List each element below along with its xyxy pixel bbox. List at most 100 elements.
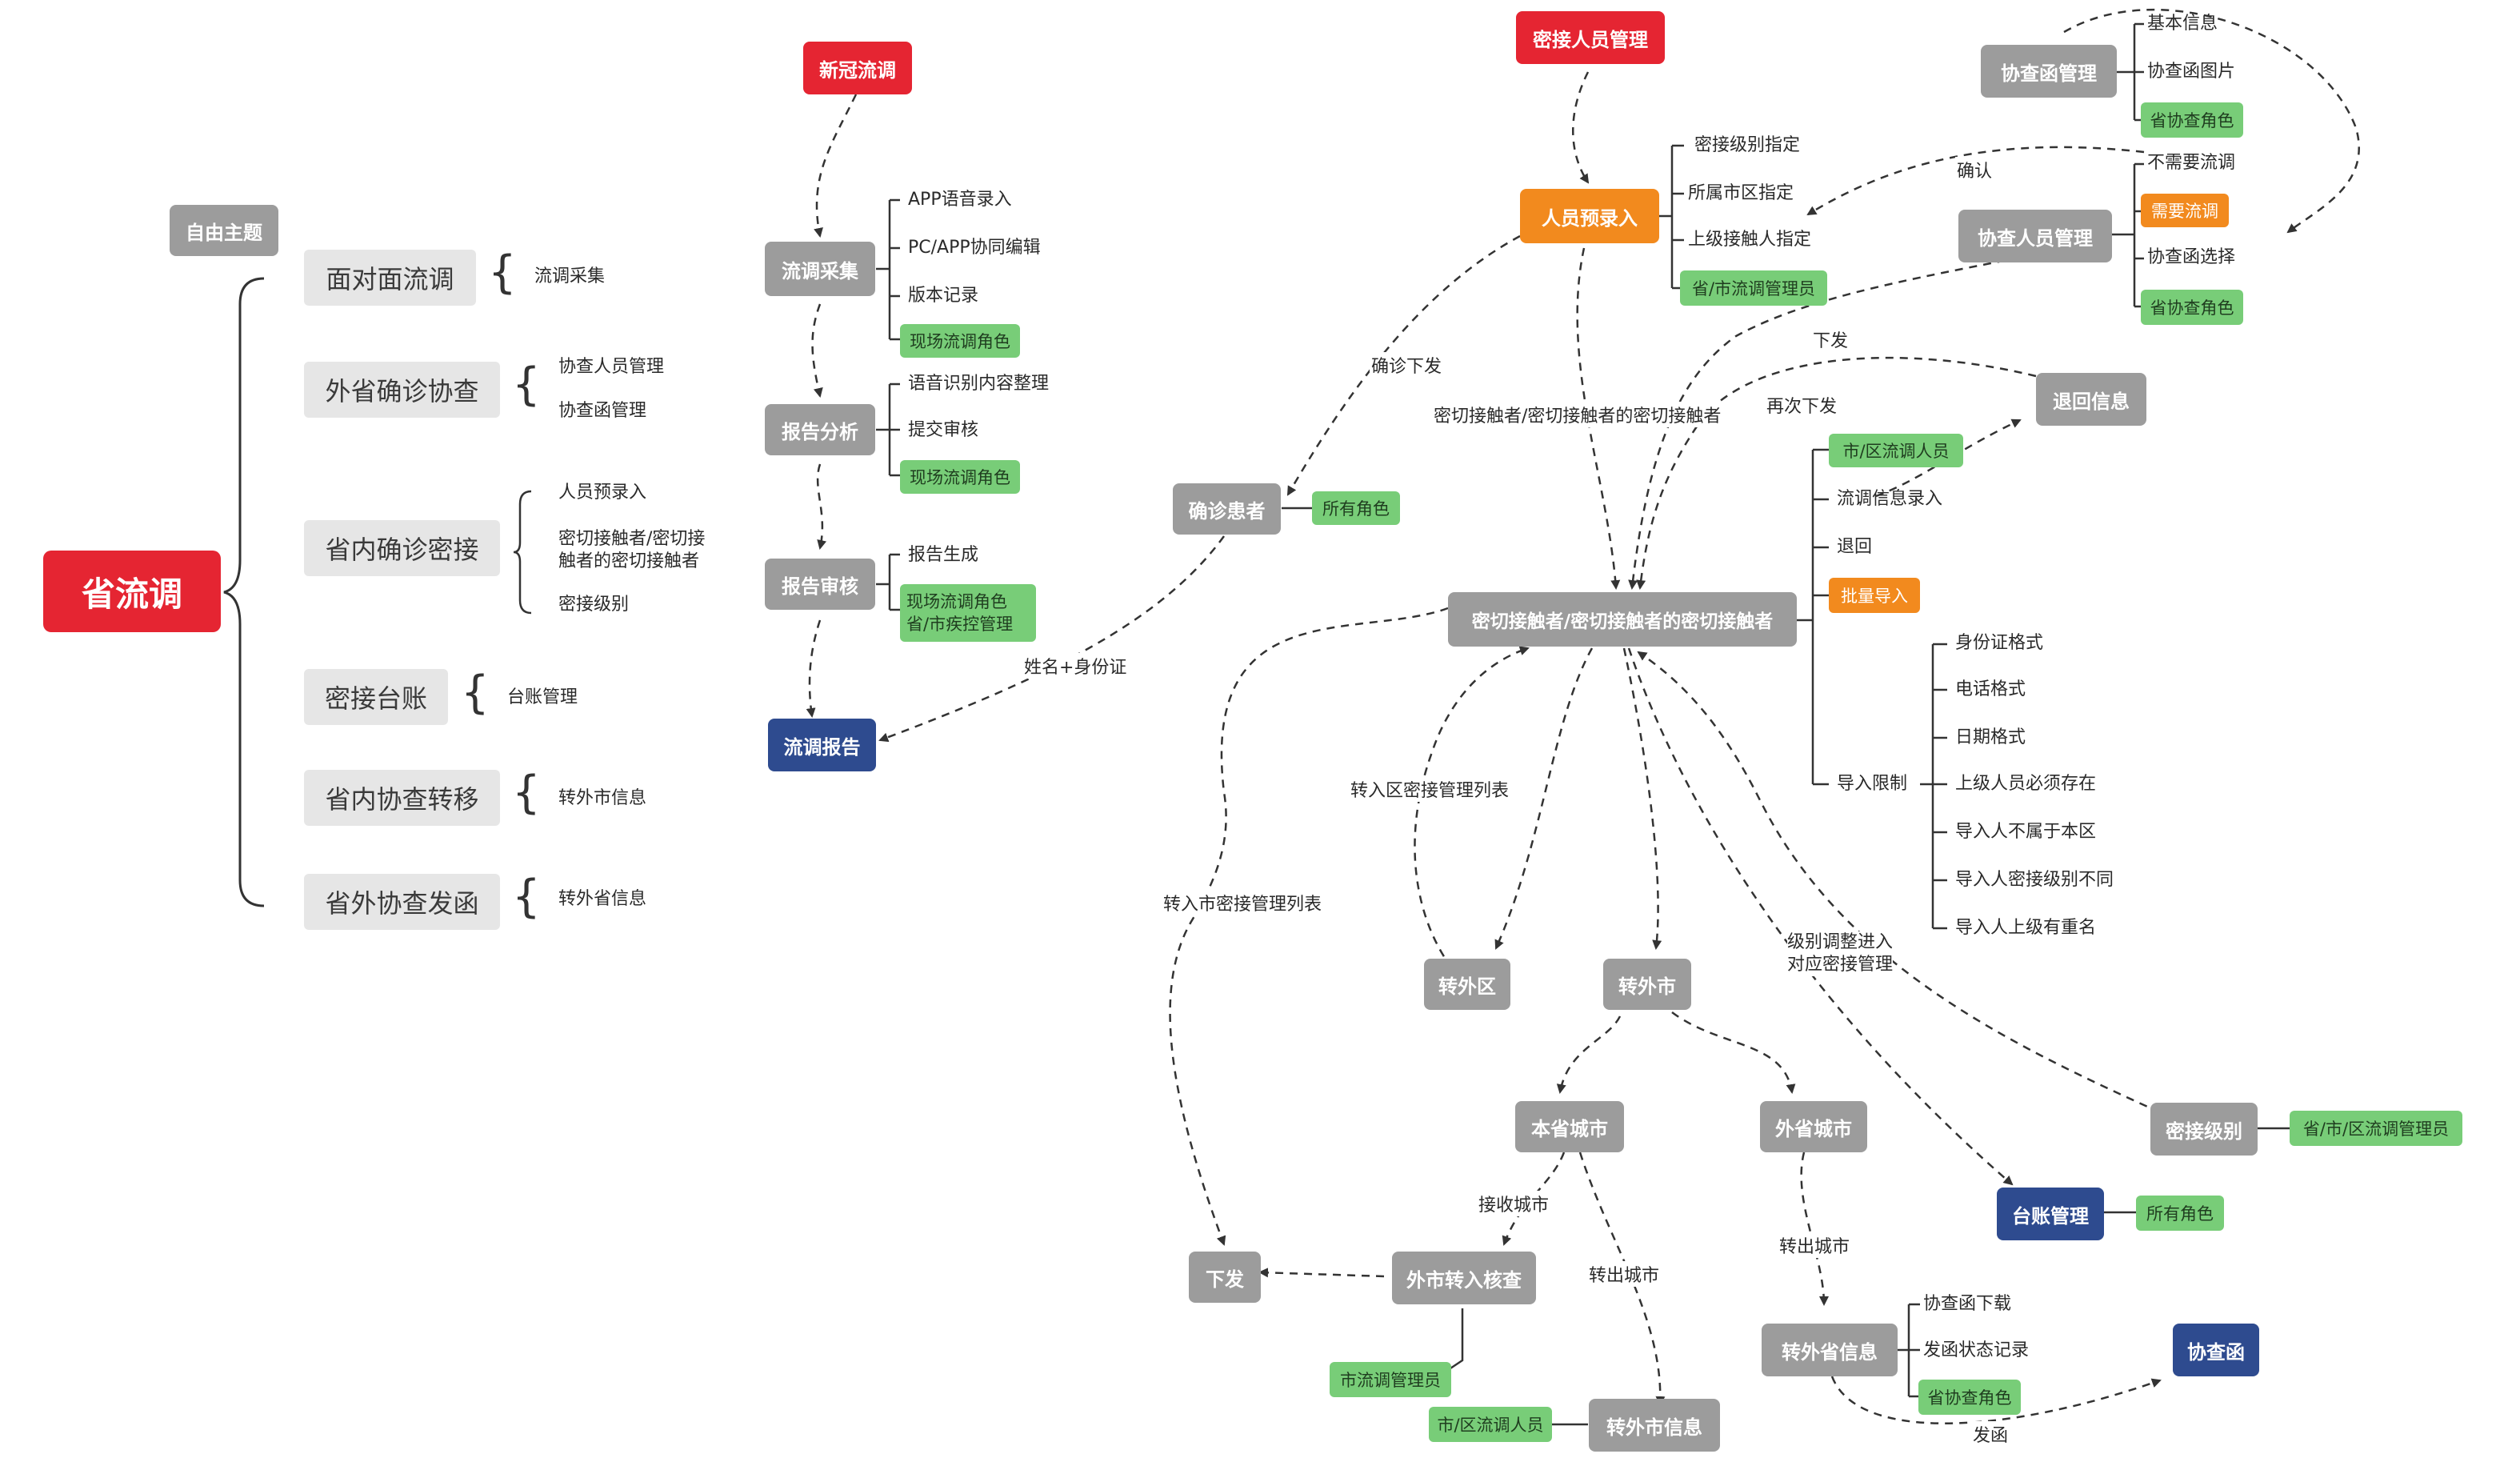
transfer-city-node[interactable]: 转外市 <box>1603 959 1691 1010</box>
edge-label-issue: 下发 <box>1811 326 1850 352</box>
edge-label-level: 级别调整进入 对应密接管理 <box>1787 931 1894 976</box>
review-node[interactable]: 报告审核 <box>765 559 875 610</box>
out-city-role-tag: 市/区流调人员 <box>1429 1407 1552 1442</box>
people-mgmt-node[interactable]: 协查人员管理 <box>1958 210 2112 262</box>
return-info-node[interactable]: 退回信息 <box>2036 373 2146 426</box>
branch-item: 台账管理 <box>507 687 578 707</box>
batch-import-button[interactable]: 批量导入 <box>1829 578 1920 613</box>
import-limit-item: 导入人密接级别不同 <box>1955 870 2114 890</box>
review-item: 报告生成 <box>908 545 979 565</box>
branch-outside-province[interactable]: 外省确诊协查 <box>304 362 500 418</box>
analysis-item: 语音识别内容整理 <box>908 374 1050 394</box>
collect-role-tag: 现场流调角色 <box>900 324 1020 358</box>
report-node[interactable]: 流调报告 <box>768 719 876 771</box>
edge-label-district-list: 转入区密接管理列表 <box>1349 776 1511 802</box>
out-province-item: 发函状态记录 <box>1923 1340 2030 1360</box>
transfer-district-node[interactable]: 转外区 <box>1424 959 1510 1010</box>
contact-level-role-tag: 省/市/区流调管理员 <box>2290 1111 2462 1146</box>
other-city-node[interactable]: 外省城市 <box>1760 1101 1867 1152</box>
check-node[interactable]: 外市转入核查 <box>1392 1252 1536 1304</box>
analysis-item: 提交审核 <box>908 420 979 440</box>
edge-label-out: 转出城市 <box>1587 1261 1662 1287</box>
collect-item: 版本记录 <box>908 286 979 306</box>
center-role-tag: 市/区流调人员 <box>1829 434 1963 467</box>
review-role-tag: 现场流调角色 省/市疾控管理 <box>900 584 1036 642</box>
letter-mgmt-item: 基本信息 <box>2147 14 2218 34</box>
ledger-node[interactable]: 台账管理 <box>1997 1188 2104 1240</box>
edge-label-level-1: 级别调整进入 <box>1787 932 1894 952</box>
branch-item: 流调采集 <box>534 266 606 286</box>
center-item: 退回 <box>1837 537 1873 557</box>
import-limit-item: 日期格式 <box>1955 727 2026 747</box>
brace-2: { <box>512 358 541 411</box>
check-role-tag: 市流调管理员 <box>1330 1362 1451 1397</box>
confirmed-role-tag: 所有角色 <box>1312 491 1400 525</box>
branch-ledger[interactable]: 密接台账 <box>304 669 448 725</box>
contact-level-node[interactable]: 密接级别 <box>2150 1103 2258 1156</box>
collect-item: APP语音录入 <box>908 190 1012 210</box>
people-mgmt-item-need[interactable]: 需要流调 <box>2141 194 2229 227</box>
edge-label-reissue: 再次下发 <box>1765 392 1839 418</box>
import-limit-item: 身份证格式 <box>1955 633 2044 653</box>
contact-mgmt-node[interactable]: 密接人员管理 <box>1516 11 1665 64</box>
out-province-item: 协查函下载 <box>1923 1294 2012 1314</box>
branch-transfer-in[interactable]: 省内协查转移 <box>304 770 500 826</box>
prereg-role-tag: 省/市流调管理员 <box>1680 270 1827 306</box>
ledger-role-tag: 所有角色 <box>2136 1196 2224 1231</box>
prereg-node[interactable]: 人员预录入 <box>1520 189 1659 243</box>
import-limit-item: 电话格式 <box>1955 679 2026 699</box>
edge-label-level-2: 对应密接管理 <box>1787 955 1894 975</box>
analysis-role-tag: 现场流调角色 <box>900 460 1020 494</box>
out-city-info-node[interactable]: 转外市信息 <box>1589 1399 1720 1452</box>
collect-item: PC/APP协同编辑 <box>908 238 1041 258</box>
edge-label-send: 发函 <box>1971 1421 2010 1447</box>
letter-node[interactable]: 协查函 <box>2173 1324 2259 1376</box>
brace-4: { <box>461 667 490 719</box>
confirmed-node[interactable]: 确诊患者 <box>1173 483 1281 535</box>
root-node[interactable]: 省流调 <box>43 551 221 632</box>
import-limit-item: 导入人上级有重名 <box>1955 918 2097 938</box>
branch-transfer-out[interactable]: 省外协查发函 <box>304 874 500 930</box>
center-item: 流调信息录入 <box>1837 489 1943 509</box>
people-mgmt-item: 协查函选择 <box>2147 247 2236 267</box>
edge-label-name-id: 姓名+身份证 <box>1022 653 1129 679</box>
people-mgmt-role-tag: 省协查角色 <box>2141 290 2243 325</box>
branch-in-province[interactable]: 省内确诊密接 <box>304 520 500 576</box>
branch-item: 触者的密切接触者 <box>558 551 700 571</box>
collect-node[interactable]: 流调采集 <box>765 242 875 296</box>
branch-face-to-face[interactable]: 面对面流调 <box>304 250 476 306</box>
start-node[interactable]: 新冠流调 <box>803 42 912 94</box>
brace-6: { <box>512 871 541 923</box>
root-brace <box>223 277 265 907</box>
free-topic-node[interactable]: 自由主题 <box>170 205 278 256</box>
edge-label-out2: 转出城市 <box>1778 1232 1852 1258</box>
letter-mgmt-item: 协查函图片 <box>2147 62 2236 82</box>
close-contact-center-node[interactable]: 密切接触者/密切接触者的密切接触者 <box>1448 592 1797 647</box>
prereg-item: 密接级别指定 <box>1694 135 1801 155</box>
letter-mgmt-node[interactable]: 协查函管理 <box>1981 45 2117 98</box>
analysis-node[interactable]: 报告分析 <box>765 404 875 455</box>
import-limit-item: 上级人员必须存在 <box>1955 774 2097 794</box>
review-role-1: 现场流调角色 <box>906 592 1007 611</box>
branch-item: 协查函管理 <box>558 401 647 421</box>
edge-label-city-list: 转入市密接管理列表 <box>1162 890 1324 915</box>
review-role-2: 省/市疾控管理 <box>906 615 1014 634</box>
letter-mgmt-role-tag: 省协查角色 <box>2141 102 2243 138</box>
out-province-info-node[interactable]: 转外省信息 <box>1762 1324 1898 1376</box>
branch-item: 协查人员管理 <box>558 357 665 377</box>
edge-label-confirm: 确认 <box>1955 157 1994 182</box>
prereg-item: 上级接触人指定 <box>1688 230 1812 250</box>
branch-item: 密切接触者/密切接 <box>558 529 706 549</box>
brace-3 <box>513 490 532 615</box>
branch-item: 转外省信息 <box>558 889 647 909</box>
branch-item: 转外市信息 <box>558 788 647 808</box>
edge-label-receive: 接收城市 <box>1477 1191 1551 1216</box>
branch-item: 人员预录入 <box>558 483 647 503</box>
edge-label-confirm-issue: 确诊下发 <box>1370 352 1444 378</box>
issue-node[interactable]: 下发 <box>1189 1252 1261 1303</box>
people-mgmt-item: 不需要流调 <box>2147 153 2236 173</box>
local-city-node[interactable]: 本省城市 <box>1515 1101 1624 1152</box>
edge-label-close-contact: 密切接触者/密切接触者的密切接触者 <box>1432 402 1723 427</box>
center-item: 导入限制 <box>1837 774 1908 794</box>
